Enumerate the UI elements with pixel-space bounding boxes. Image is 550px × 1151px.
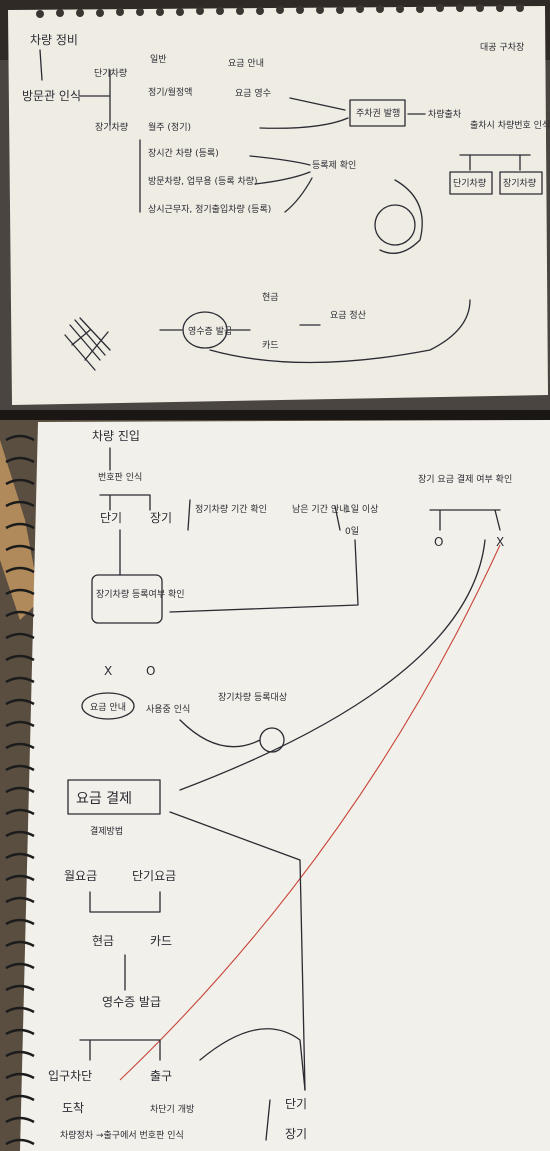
arrows-to-ticket (259, 97, 349, 129)
paper-sheet-2 (20, 420, 550, 1151)
p1-fee-pay: 요금 정산 (330, 310, 366, 321)
p1-fee-receipt: 요금 영수 (235, 88, 271, 99)
p1-register-check: 등록제 확인 (312, 159, 356, 171)
bracket (265, 1099, 271, 1141)
p1-exit: 차량출차 (428, 108, 462, 120)
p1-parking-guide: 요금 안내 (228, 58, 264, 69)
p1-exit-check: 출차시 차량번호 인식 (470, 119, 550, 131)
curve (379, 179, 423, 254)
p1-short-exit: 단기차량 (453, 177, 486, 189)
p2-long-check: 정기차량 기간 확인 (195, 503, 267, 515)
p2-long: 장기 (150, 511, 172, 525)
loop-arrow (199, 1028, 306, 1091)
p1-cash: 현금 (262, 292, 279, 303)
return-arrow (209, 299, 471, 364)
arrow (39, 49, 43, 81)
p2-o: O (146, 664, 155, 678)
branch-line (79, 69, 111, 126)
fee-guide-oval (81, 692, 135, 720)
return-arrow (169, 811, 306, 1091)
p2-using-period: 사용중 인식 (146, 704, 190, 715)
p2-x: X (104, 664, 112, 678)
p1-long: 장기차량 (95, 121, 128, 133)
p2-long2: 장기 (285, 1127, 307, 1141)
receipt-circle (182, 311, 228, 349)
p2-short2: 단기 (285, 1097, 307, 1111)
p2-exit: 출구 (150, 1069, 172, 1083)
short-exit-box (449, 171, 493, 195)
p1-visit: 방문차량, 업무용 (등록 차량) (148, 175, 258, 187)
ticket-box (349, 99, 406, 127)
converge-arrows (249, 155, 313, 213)
p2-yes: O (434, 535, 443, 549)
p2-arrival: 도착 (62, 1101, 84, 1115)
p2-long-payment: 장기 요금 결제 여부 확인 (418, 473, 512, 485)
register-box (91, 574, 163, 624)
p1-long-use: 장시간 차량 (등록) (148, 147, 219, 159)
return-line (169, 539, 359, 613)
p1-card: 카드 (262, 340, 279, 351)
bracket (334, 505, 341, 531)
p2-fee-guide: 요금 안내 (90, 702, 126, 713)
p1-title-left: 차량 정비 (30, 33, 78, 47)
p2-exit-recognize: 차량정차 →출구에서 번호판 인식 (60, 1129, 184, 1141)
p2-long-register: 장기차량 등록대상 (218, 691, 287, 703)
photo-separator (0, 410, 550, 420)
p2-monthly-fee: 월요금 (64, 869, 97, 883)
bracket (187, 499, 191, 531)
p2-zero-days: 0일 (345, 526, 359, 537)
p2-short: 단기 (100, 511, 122, 525)
long-arrow (179, 539, 486, 791)
split-lines (459, 154, 531, 171)
p2-remaining: 남은 기간 안내 (292, 504, 347, 515)
p2-cash: 현금 (92, 934, 114, 948)
p2-receipt: 영수증 발급 (102, 995, 161, 1009)
p1-inquiry: 방문관 인식 (22, 89, 81, 103)
p1-title-right: 대공 구차장 (480, 41, 524, 53)
scribble (64, 317, 111, 371)
p1-monthly: 월주 (정기) (148, 121, 191, 133)
photo-2: 차량 진입 번호판 인식 단기 장기 정기차량 기간 확인 남은 기간 안내 1… (0, 420, 550, 1151)
p2-no: X (496, 535, 504, 549)
branch (429, 509, 501, 531)
p2-short-fee: 단기요금 (132, 869, 176, 883)
p1-short: 단기차량 (94, 67, 127, 79)
fee-pay-box (67, 779, 161, 815)
p2-exit-open: 차단기 개방 (150, 1103, 194, 1115)
circle-note (374, 204, 416, 246)
spiral-binding (5, 434, 35, 1146)
branch (99, 494, 151, 511)
p1-receipt-issue: 영수증 발급 (188, 326, 232, 337)
dash-lines (159, 324, 321, 331)
p1-long-exit: 장기차량 (503, 177, 536, 189)
p2-fee-pay: 요금 결제 (76, 791, 132, 807)
p2-payment-methods: 결제방법 (90, 826, 123, 837)
red-line (119, 544, 501, 1081)
arrow (179, 719, 261, 748)
paper-sheet-1 (8, 6, 548, 405)
p2-card: 카드 (150, 934, 172, 948)
p2-days-left: 1일 이상 (345, 504, 378, 515)
merge (89, 891, 161, 913)
p2-title: 차량 진입 (92, 429, 140, 443)
p1-regular: 정기/월정액 (148, 86, 192, 98)
p2-gate-open: 입구차단 (48, 1069, 92, 1083)
p2-recognize: 번호판 인식 (98, 472, 142, 483)
p1-general: 일반 (150, 54, 167, 65)
spiral-holes (36, 4, 524, 18)
photo-1: 차량 정비 대공 구차장 방문관 인식 단기차량 일반 요금 안내 정기/월정액… (0, 0, 550, 410)
p2-register-check: 장기차량 등록여부 확인 (96, 588, 185, 600)
long-exit-box (499, 171, 543, 195)
branch (79, 1039, 161, 1061)
p1-dedicated: 상시근무자, 정기출입차량 (등록) (148, 203, 271, 215)
p1-ticket-issue: 주차권 발행 (356, 107, 400, 119)
